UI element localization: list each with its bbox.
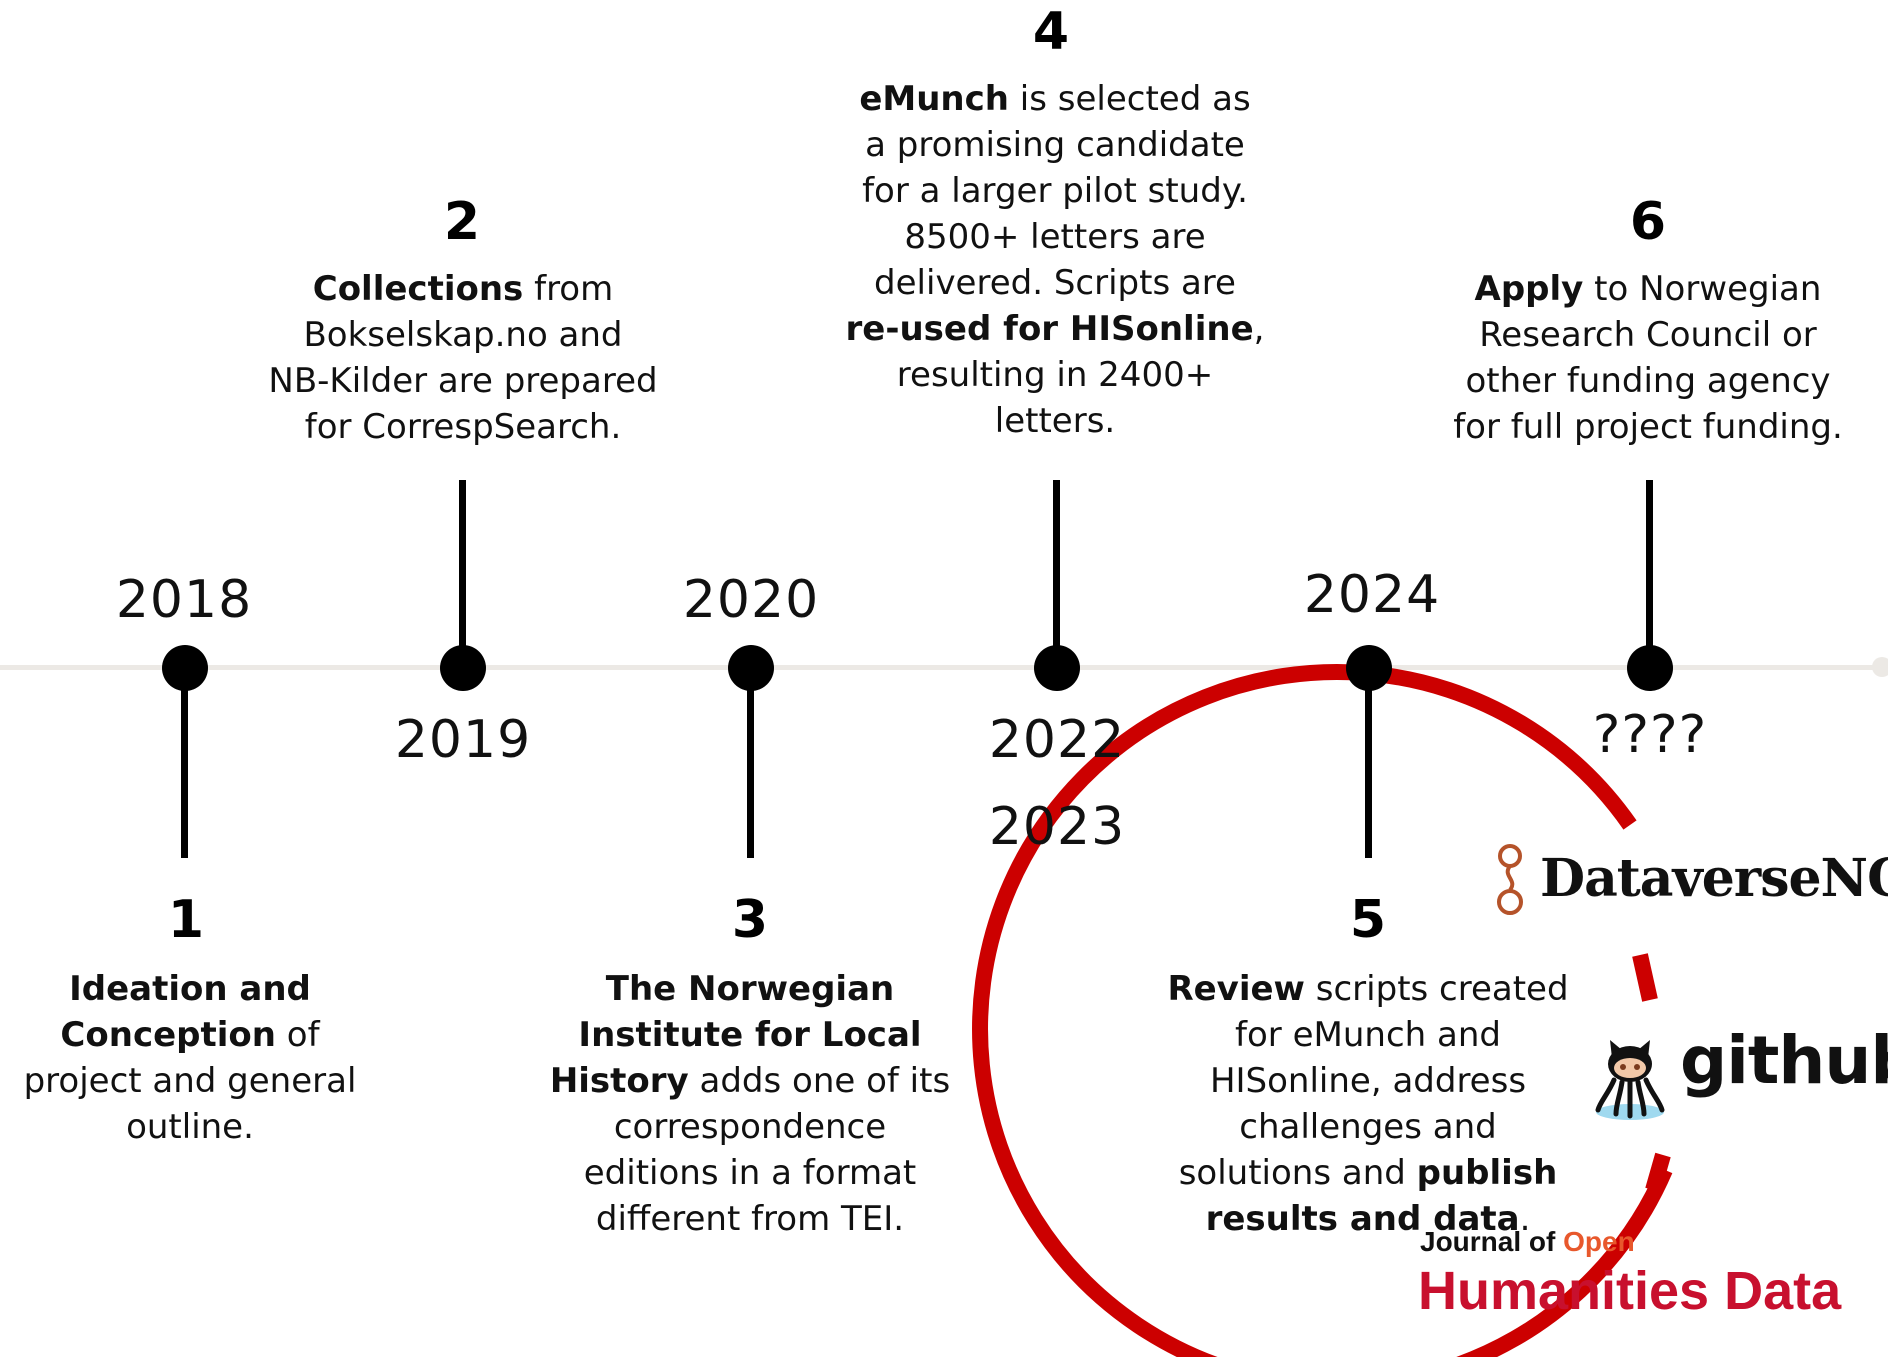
johd-logo-line1: Journal of Open <box>1420 1226 1635 1258</box>
dataverse-logo-text: DataverseNO <box>1540 848 1888 909</box>
timeline-marker-3 <box>728 645 774 691</box>
milestone-description-1: Ideation and Conception of project and g… <box>5 966 375 1150</box>
timeline-marker-1 <box>162 645 208 691</box>
year-label-2019: 2019 <box>394 710 532 770</box>
johd-journal-of: Journal of <box>1420 1226 1556 1257</box>
description-emphasis: Review <box>1167 969 1305 1009</box>
description-text: adds one of its correspondence editions … <box>583 1061 951 1239</box>
description-text: , resulting in 2400+ letters. <box>896 309 1265 441</box>
milestone-description-4: eMunch is selected as a promising candid… <box>845 76 1265 444</box>
description-text: to Norwegian Research Council or other f… <box>1453 269 1843 447</box>
year-label-unknown: ???? <box>1592 705 1708 765</box>
year-label-2024: 2024 <box>1303 565 1441 625</box>
milestone-description-5: Review scripts created for eMunch and HI… <box>1163 966 1573 1242</box>
milestone-description-3: The Norwegian Institute for Local Histor… <box>545 966 955 1242</box>
description-text: scripts created for eMunch and HISonline… <box>1178 969 1569 1193</box>
milestone-number-2: 2 <box>443 192 481 252</box>
dataverse-icon <box>1497 844 1523 915</box>
description-emphasis: The Norwegian Institute for Local Histor… <box>549 969 922 1101</box>
milestone-number-4: 4 <box>1032 2 1070 62</box>
johd-logo-line2: Humanities Data <box>1418 1261 1842 1321</box>
description-text: from Bokselskap.no and NB-Kilder are pre… <box>268 269 658 447</box>
timeline-stem-2 <box>459 480 466 670</box>
octocat-icon <box>1595 1040 1665 1120</box>
timeline-axis-end <box>1872 657 1888 677</box>
github-logo-text: github <box>1680 1022 1888 1099</box>
timeline-marker-2 <box>440 645 486 691</box>
description-emphasis: Ideation and Conception <box>60 969 311 1055</box>
milestone-number-1: 1 <box>167 890 205 950</box>
milestone-number-3: 3 <box>731 890 769 950</box>
johd-open: Open <box>1563 1226 1635 1257</box>
description-text: is selected as a promising candidate for… <box>862 79 1251 303</box>
description-emphasis: re-used for HISonline <box>845 309 1254 349</box>
description-text: . <box>1519 1199 1531 1239</box>
year-label-2018: 2018 <box>115 570 253 630</box>
milestone-description-2: Collections from Bokselskap.no and NB-Ki… <box>268 266 658 450</box>
timeline-stem-4 <box>1053 480 1060 670</box>
milestone-description-6: Apply to Norwegian Research Council or o… <box>1443 266 1853 450</box>
timeline-stem-6 <box>1646 480 1653 670</box>
timeline-marker-5 <box>1346 645 1392 691</box>
timeline-marker-4 <box>1034 645 1080 691</box>
description-emphasis: Collections <box>312 269 524 309</box>
timeline-stem-3 <box>747 690 754 858</box>
timeline-marker-6 <box>1627 645 1673 691</box>
year-label-2023: 2023 <box>988 797 1126 857</box>
timeline-stem-1 <box>181 690 188 858</box>
milestone-number-5: 5 <box>1349 890 1387 950</box>
description-emphasis: eMunch <box>859 79 1009 119</box>
timeline-axis <box>0 665 1882 670</box>
description-emphasis: publish results and data <box>1205 1153 1558 1239</box>
description-emphasis: Apply <box>1474 269 1584 309</box>
description-text: of project and general outline. <box>23 1015 357 1147</box>
year-label-2022: 2022 <box>988 710 1126 770</box>
timeline-stem-5 <box>1365 690 1372 858</box>
milestone-number-6: 6 <box>1629 192 1667 252</box>
year-label-2020: 2020 <box>682 570 820 630</box>
